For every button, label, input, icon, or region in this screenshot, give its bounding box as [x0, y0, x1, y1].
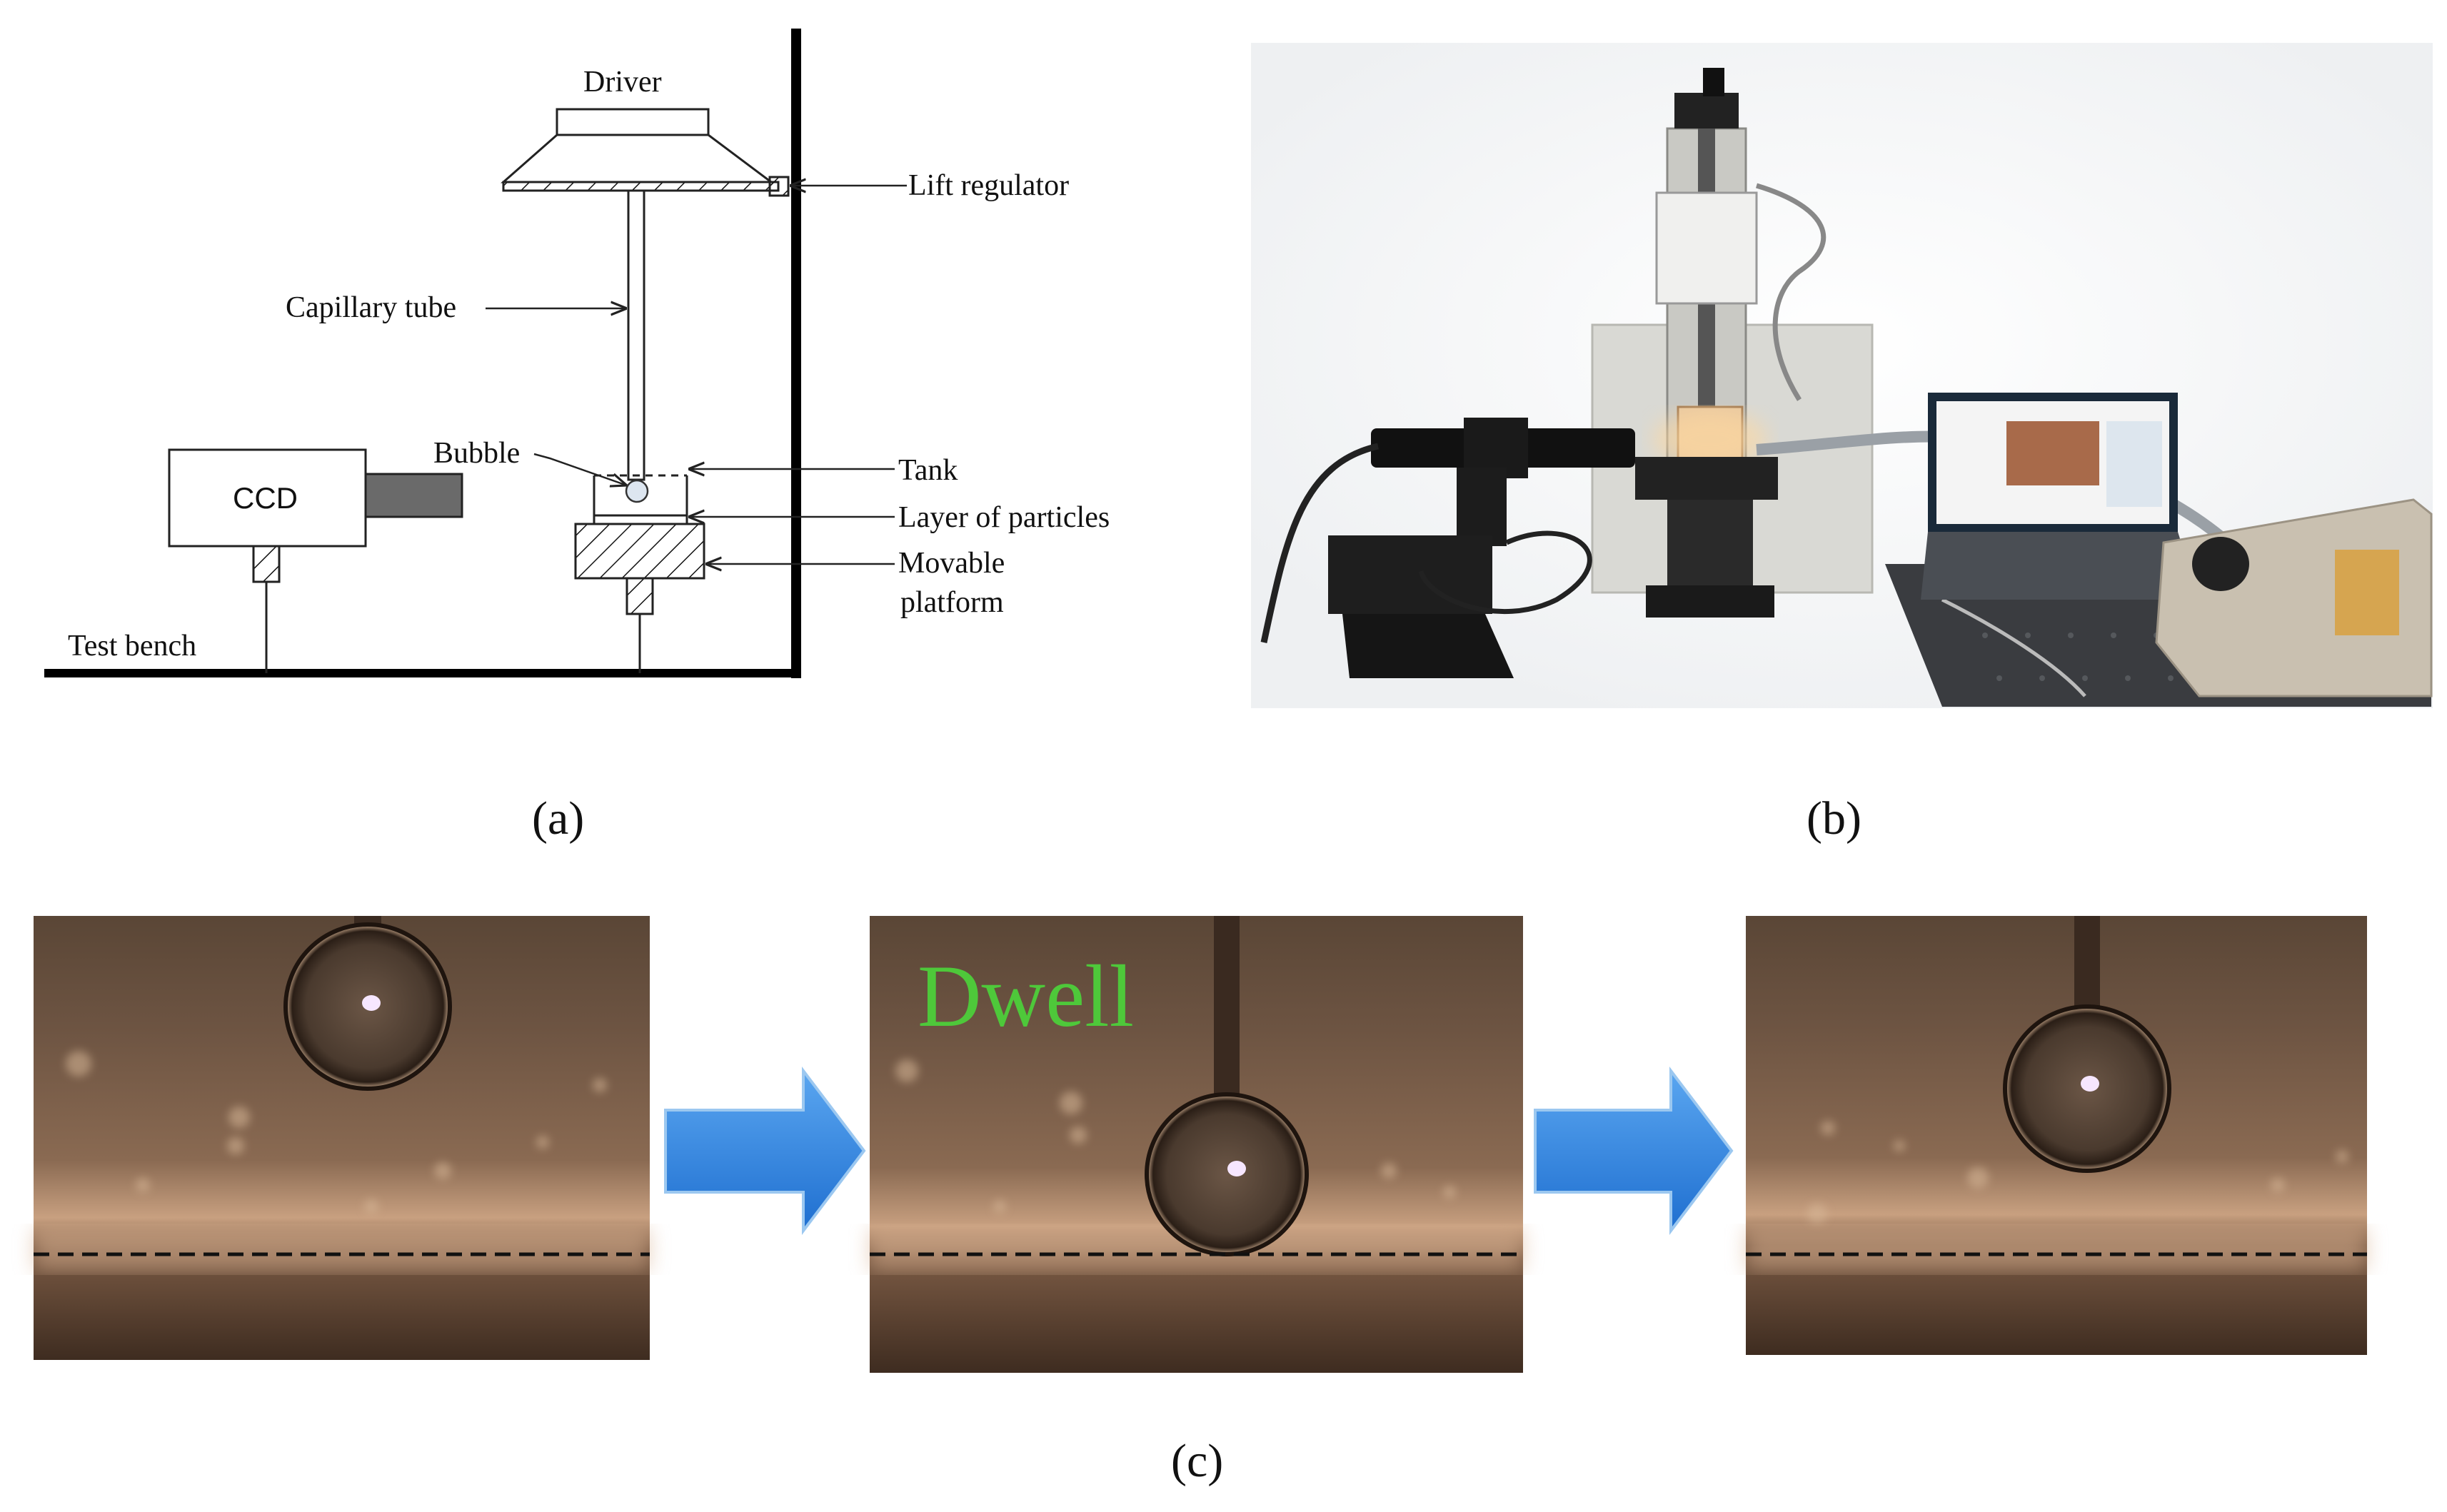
- light-source-port: [2192, 537, 2249, 591]
- driver-top: [556, 108, 710, 136]
- driver-body: [501, 133, 775, 183]
- label-driver: Driver: [583, 66, 662, 99]
- platform-support: [625, 577, 654, 615]
- laptop-screen-panel: [2106, 421, 2162, 507]
- label-tank: Tank: [898, 454, 958, 487]
- laptop-keyboard: [1921, 532, 2199, 600]
- caption-a: (a): [532, 792, 584, 845]
- bubble: [625, 479, 649, 503]
- frame-approach: [34, 916, 650, 1360]
- lift-top-cap: [1674, 93, 1739, 128]
- leader-bubble: [533, 453, 627, 485]
- label-lift-regulator: Lift regulator: [908, 169, 1069, 202]
- label-layer-of-particles: Layer of particles: [898, 501, 1110, 534]
- caption-b: (b): [1807, 792, 1861, 845]
- pipette-line: [1941, 598, 2086, 697]
- caption-c: (c): [1171, 1435, 1223, 1487]
- ccd-camera: [168, 448, 367, 548]
- label-capillary-tube: Capillary tube: [286, 291, 456, 324]
- camera-stand: [1342, 614, 1514, 678]
- ccd-lens: [364, 473, 463, 518]
- ccd-support: [252, 545, 281, 583]
- lift-knob: [1703, 68, 1724, 96]
- camera-stage: [1328, 535, 1492, 614]
- capillary-2: [1214, 916, 1240, 1119]
- label-bubble: Bubble: [433, 437, 520, 470]
- bubble-1-highlight: [362, 995, 381, 1011]
- stage-base: [1646, 585, 1774, 618]
- label-platform: platform: [900, 586, 1004, 619]
- label-ccd: CCD: [233, 481, 298, 515]
- camera-mount: [1457, 468, 1507, 546]
- photo-b: [1251, 43, 2433, 708]
- stage-cable: [1418, 530, 1592, 615]
- label-test-bench: Test bench: [68, 630, 196, 662]
- stage-body: [1667, 500, 1753, 585]
- xyz-stage: [1635, 457, 1778, 500]
- capillary-tube: [627, 189, 645, 481]
- frame-dwell: Dwell: [870, 916, 1523, 1373]
- label-movable: Movable: [898, 547, 1005, 580]
- bubble-2-highlight: [1227, 1161, 1246, 1176]
- sequence-c: Dwell: [34, 916, 2367, 1373]
- schematic-a: Driver Lift regulator Capillary tube Bub…: [44, 29, 1110, 678]
- arrow-1: [664, 1067, 866, 1235]
- movable-platform: [574, 523, 705, 580]
- arrow-2: [1534, 1067, 1734, 1235]
- camera-cable: [1260, 443, 1380, 643]
- light-source-vent: [2335, 550, 2399, 635]
- laptop-screen-image: [2006, 421, 2099, 485]
- cuvette-glow: [1653, 410, 1767, 468]
- bubble-2: [1145, 1092, 1309, 1256]
- driver-plate: [502, 181, 780, 192]
- dwell-label: Dwell: [918, 947, 1134, 1045]
- lift-cable: [1755, 183, 1827, 401]
- bubble-3-highlight: [2081, 1076, 2099, 1092]
- lift-motor-block: [1655, 191, 1758, 305]
- lift-regulator-block: [768, 176, 790, 197]
- particle-layer: [593, 514, 688, 525]
- frame-detach: [1746, 916, 2367, 1355]
